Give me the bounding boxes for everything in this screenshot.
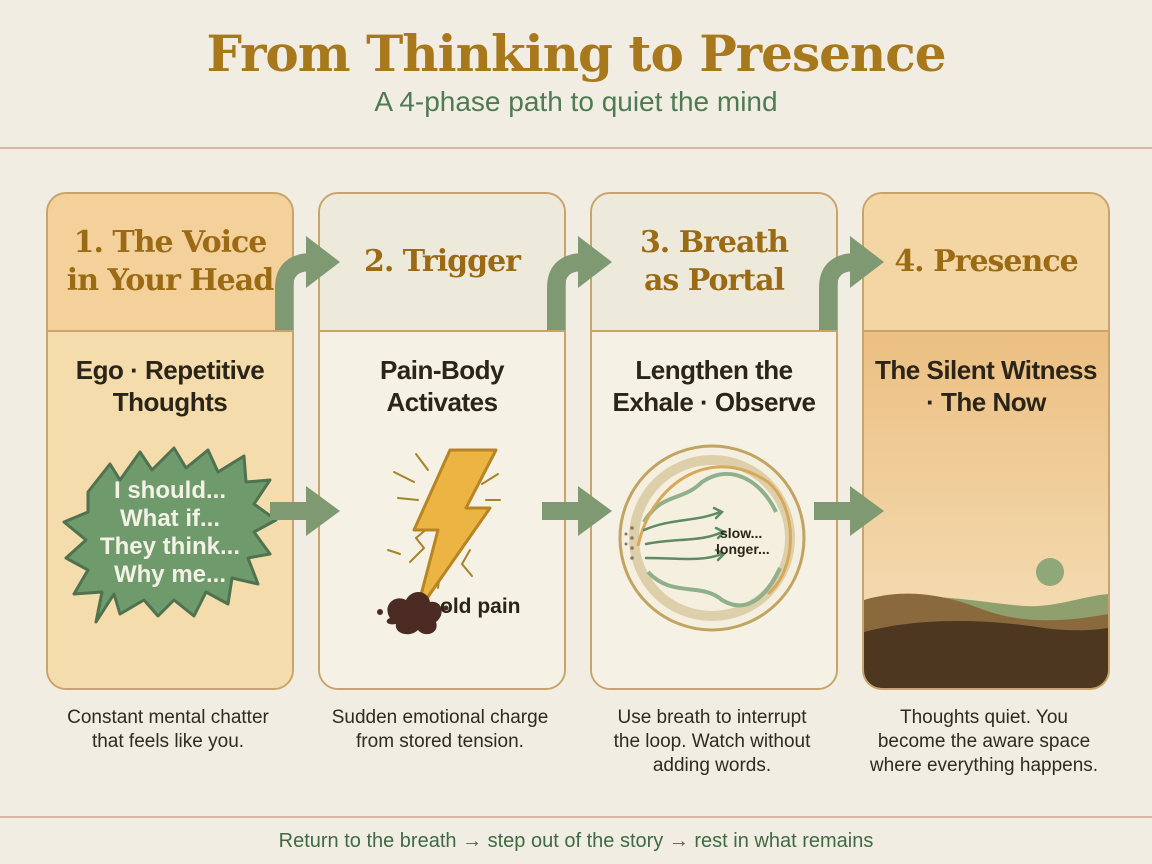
bubble-line-4: Why me... — [114, 561, 226, 588]
page-title: From Thinking to Presence — [206, 24, 946, 83]
phase-card-1: 1. The Voice in Your Head Ego · Repetiti… — [46, 192, 294, 690]
pain-stain-icon — [386, 591, 442, 635]
phase-4-caption: Thoughts quiet. You become the aware spa… — [869, 707, 1099, 776]
spark-lines-icon — [387, 453, 501, 589]
old-pain-label: old pain — [440, 595, 521, 618]
phase-1-caption: Constant mental chatter that feels like … — [67, 707, 269, 752]
bubble-line-2: What if... — [120, 505, 220, 532]
phase-2-subhead: Pain-Body Activates — [379, 355, 505, 417]
page-subtitle: A 4-phase path to quiet the mind — [374, 86, 778, 117]
exhale-arrows-icon — [642, 506, 727, 562]
near-hill — [864, 621, 1108, 688]
breath-circle-illustration: slow... longer... — [618, 444, 806, 632]
phase-2-caption: Sudden emotional charge from stored tens… — [331, 707, 549, 752]
phase-2-header: 2. Trigger — [320, 194, 564, 332]
thought-bubble-illustration: I should... What if... They think... Why… — [62, 446, 278, 624]
footer-text: Return to the breath → step out of the s… — [278, 830, 874, 852]
longer-label: longer... — [716, 541, 770, 557]
slow-label: slow... — [720, 525, 762, 541]
bottom-divider — [0, 816, 1152, 818]
lightning-illustration: old pain — [377, 448, 521, 635]
phase-1-title: 1. The Voice in Your Head — [66, 225, 274, 298]
thought-bubble-shape — [62, 446, 278, 624]
phase-2-body: Pain-Body Activates old pain — [320, 332, 564, 688]
lightning-bolt-icon — [412, 448, 498, 616]
bubble-line-1: I should... — [114, 477, 226, 504]
phase-4-body: The Silent Witness · The Now — [864, 332, 1108, 688]
phase-4-title: 4. Presence — [894, 244, 1078, 279]
bubble-line-3: They think... — [100, 533, 240, 560]
phase-3-header: 3. Breath as Portal — [592, 194, 836, 332]
phase-1-header: 1. The Voice in Your Head — [48, 194, 292, 332]
phase-3-body: Lengthen the Exhale · Observe slow... lo… — [592, 332, 836, 688]
phase-card-3: 3. Breath as Portal Lengthen the Exhale … — [590, 192, 838, 690]
top-divider — [0, 147, 1152, 149]
phase-card-2: 2. Trigger Pain-Body Activates old pain — [318, 192, 566, 690]
phase-4-header: 4. Presence — [864, 194, 1108, 332]
phase-3-caption: Use breath to interrupt the loop. Watch … — [613, 707, 811, 776]
phase-1-body: Ego · Repetitive Thoughts I should... Wh… — [48, 332, 292, 688]
landscape-illustration — [864, 558, 1108, 688]
phase-card-4: 4. Presence The Silent Witness · The Now — [862, 192, 1110, 690]
phase-3-title: 3. Breath as Portal — [639, 225, 789, 298]
phase-2-title: 2. Trigger — [364, 244, 521, 279]
sun-icon — [1036, 558, 1064, 586]
phase-4-subhead: The Silent Witness · The Now — [875, 355, 1097, 417]
phase-3-subhead: Lengthen the Exhale · Observe — [612, 355, 817, 417]
phase-1-subhead: Ego · Repetitive Thoughts — [75, 355, 265, 417]
